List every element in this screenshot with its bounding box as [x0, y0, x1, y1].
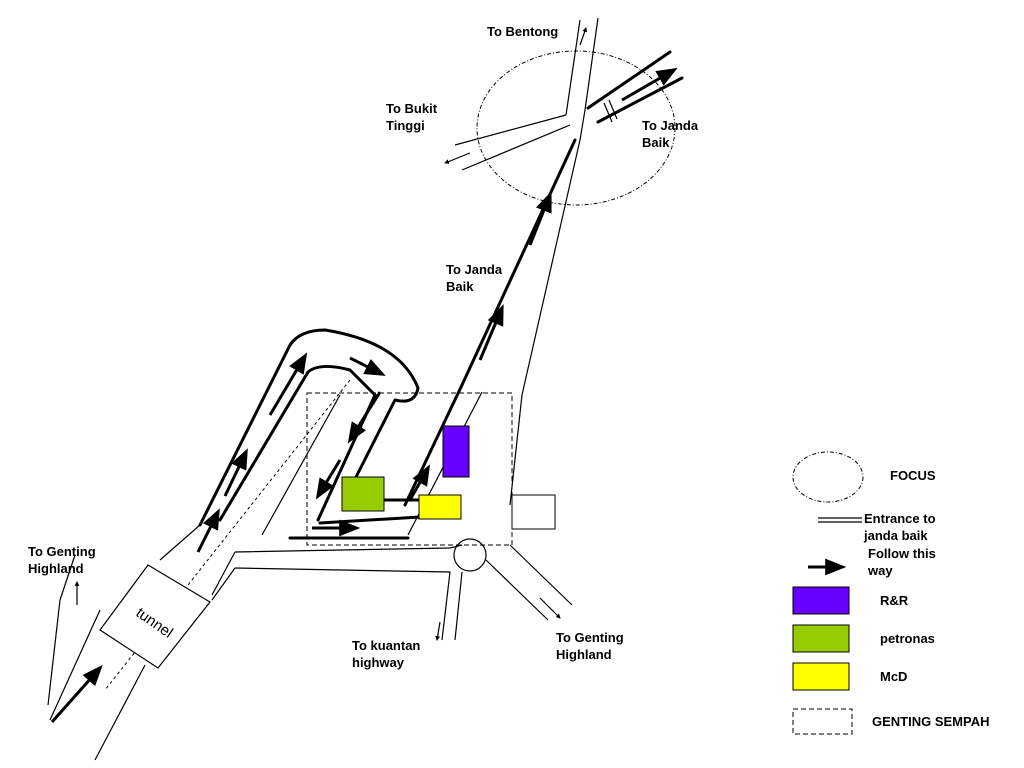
route-arrow — [223, 448, 248, 497]
road-lower — [234, 544, 463, 553]
label-janda-baik-mid-1: To Janda — [446, 262, 503, 277]
legend-entrance-label-2: janda baik — [863, 528, 928, 543]
route-arrow — [347, 391, 382, 444]
legend-rr-swatch — [792, 586, 850, 615]
building — [511, 494, 556, 530]
label-bukit-tinggi-2: Tinggi — [386, 118, 425, 133]
legend: FOCUS Entrance to janda baik Follow this… — [792, 451, 990, 735]
route-arrow — [408, 464, 431, 501]
legend-petronas-swatch — [792, 624, 850, 653]
route-arrows — [50, 67, 678, 723]
legend-mcd-label: McD — [880, 669, 907, 684]
label-genting-right-2: Highland — [556, 647, 612, 662]
roundabout — [453, 538, 487, 572]
route-arrow — [196, 508, 220, 553]
route-arrow — [621, 67, 678, 102]
route-arrow — [349, 356, 386, 376]
legend-mcd-swatch — [792, 662, 850, 691]
legend-rr-label: R&R — [880, 593, 909, 608]
label-janda-baik-top-2: Baik — [642, 135, 670, 150]
road-lower-2 — [234, 567, 451, 641]
road-genting-right — [454, 544, 573, 641]
label-genting-left-1: To Genting — [28, 544, 96, 559]
road-janda-baik-branch — [586, 50, 684, 124]
route-arrow — [315, 459, 342, 500]
genting-sempah-area — [306, 392, 513, 546]
legend-sempah-swatch — [792, 708, 853, 735]
road-bentong — [454, 17, 599, 171]
tunnel: tunnel — [99, 564, 211, 669]
label-bentong: To Bentong — [487, 24, 558, 39]
label-janda-baik-top-1: To Janda — [642, 118, 699, 133]
route-arrow — [268, 352, 308, 416]
label-kuantan-2: highway — [352, 655, 405, 670]
label-genting-left-2: Highland — [28, 561, 84, 576]
legend-petronas-label: petronas — [880, 631, 935, 646]
road-loop — [198, 328, 422, 540]
legend-follow-label-1: Follow this — [868, 546, 936, 561]
rr-facility — [442, 425, 470, 478]
label-bukit-tinggi-1: To Bukit — [386, 101, 438, 116]
route-arrow — [50, 664, 103, 723]
label-kuantan-1: To kuantan — [352, 638, 420, 653]
road-slip — [261, 394, 341, 536]
legend-follow-label-2: way — [867, 563, 893, 578]
route-arrow — [528, 191, 552, 246]
legend-sempah-label: GENTING SEMPAH — [872, 714, 990, 729]
petronas-facility — [341, 476, 385, 512]
route-arrow — [478, 304, 504, 361]
direction-arrows — [74, 27, 587, 641]
legend-focus-symbol — [792, 451, 864, 503]
legend-entrance-label-1: Entrance to — [864, 511, 936, 526]
mcd-facility — [418, 494, 462, 520]
legend-focus-label: FOCUS — [890, 468, 936, 483]
label-janda-baik-mid-2: Baik — [446, 279, 474, 294]
label-genting-right-1: To Genting — [556, 630, 624, 645]
road-highway — [47, 379, 351, 761]
